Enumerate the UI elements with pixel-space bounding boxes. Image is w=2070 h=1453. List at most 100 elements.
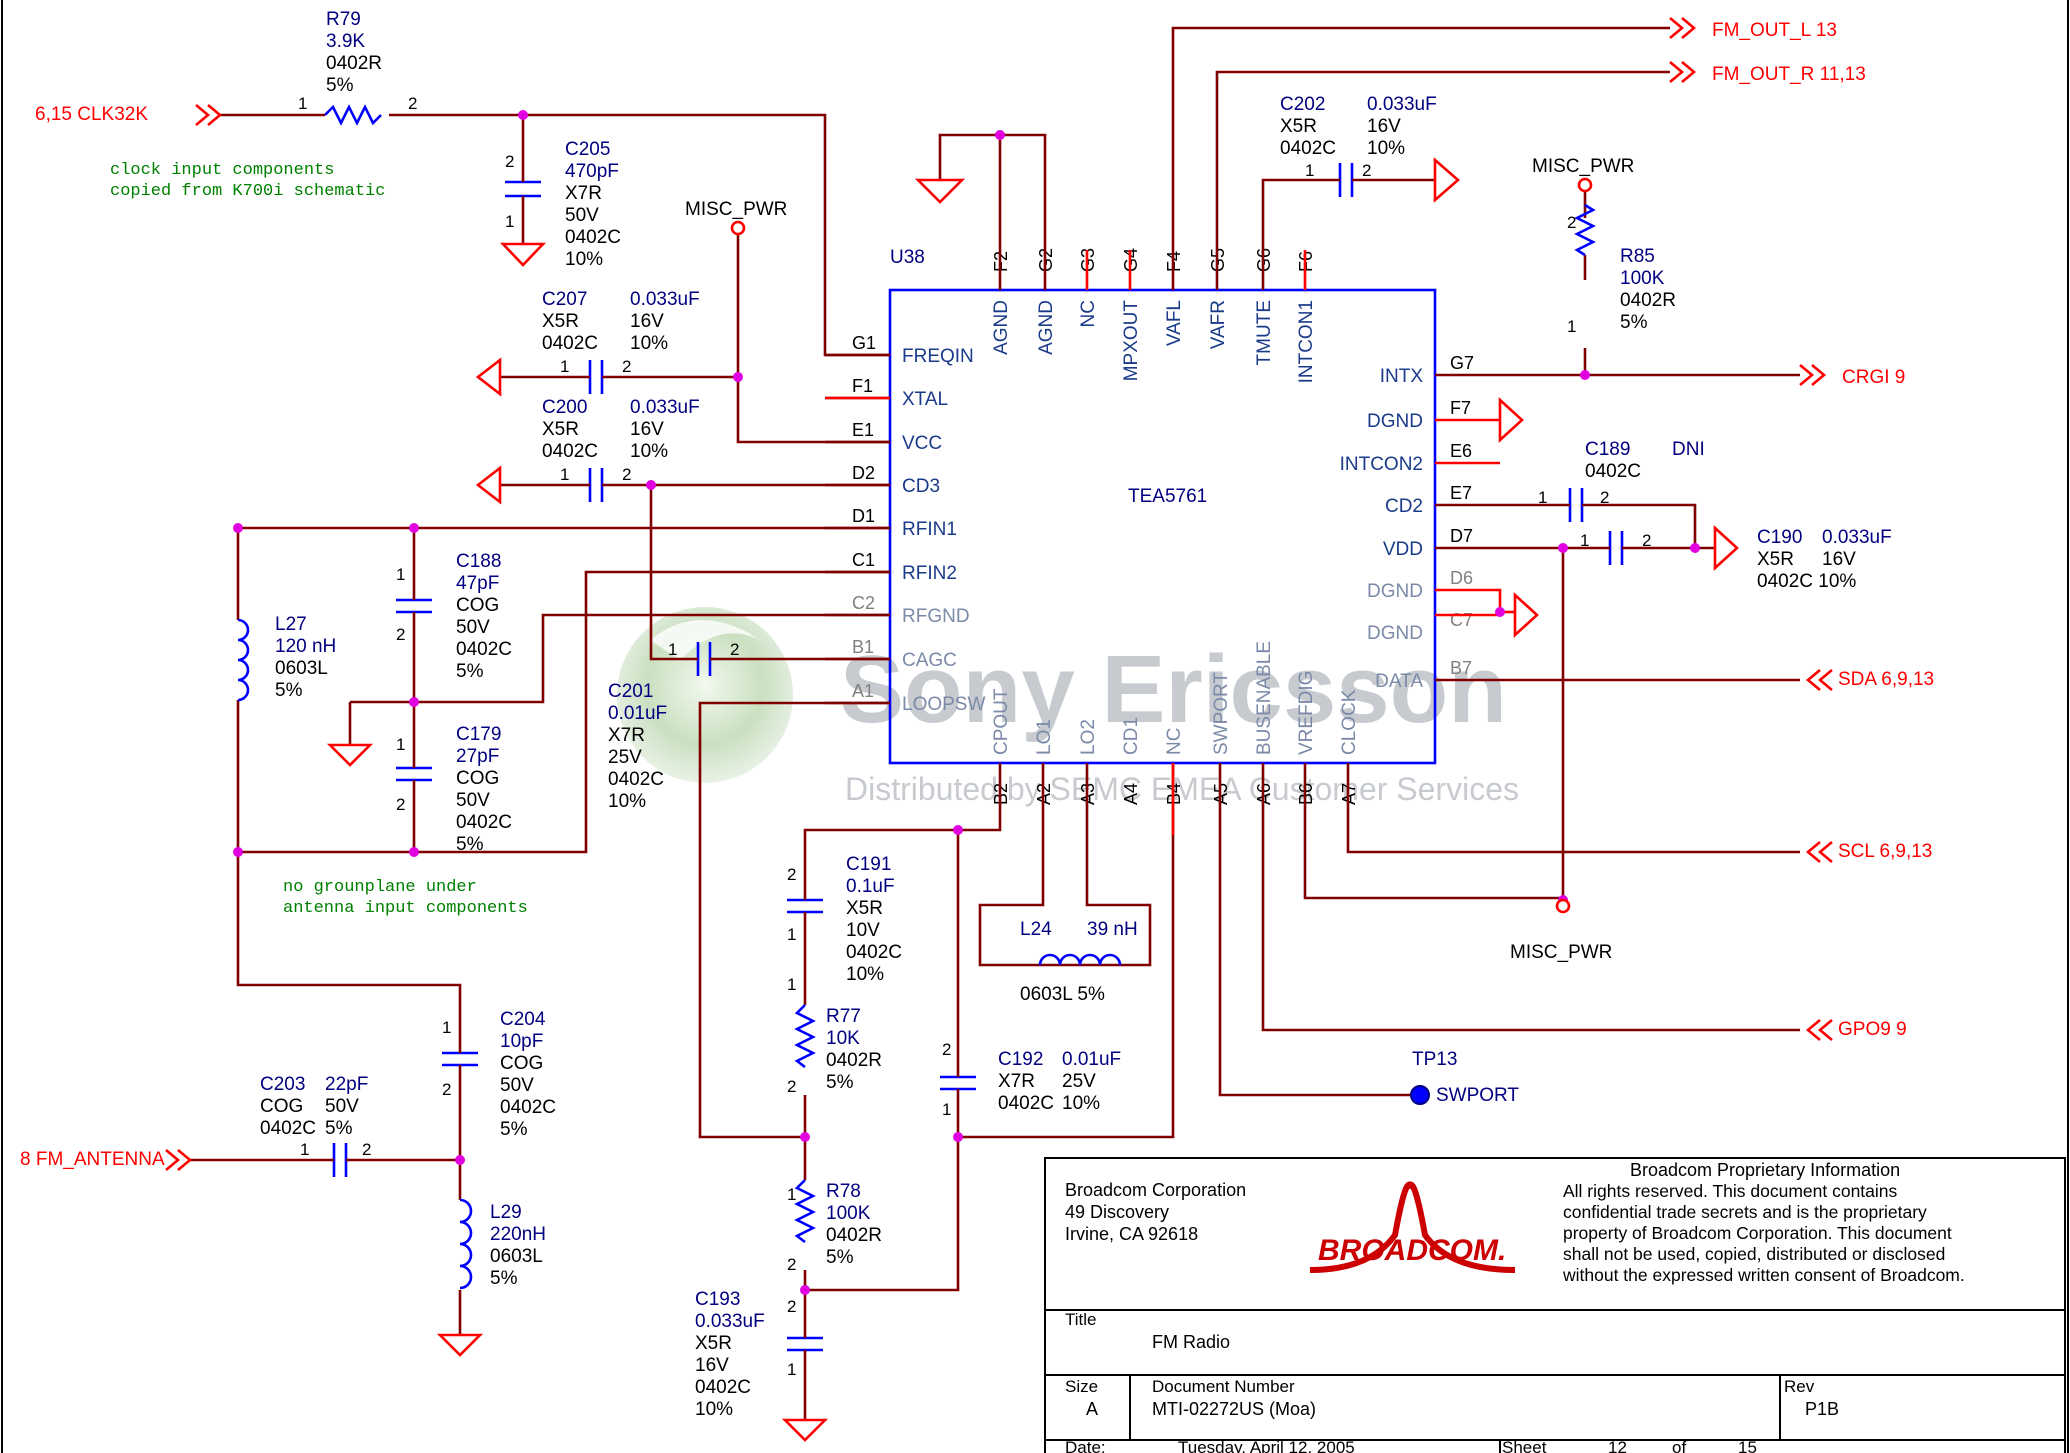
part-label: 50V	[456, 790, 490, 811]
net-fm-antenna: 8 FM_ANTENNA	[20, 1149, 165, 1170]
svg-text:1: 1	[668, 640, 677, 659]
part-label: 0.033uF	[695, 1311, 765, 1332]
svg-text:1: 1	[787, 1185, 796, 1204]
part-label: 0402R	[326, 53, 382, 74]
tb-prop-4: shall not be used, copied, distributed o…	[1563, 1244, 1945, 1264]
part-value: 5%	[325, 1118, 353, 1139]
pin-number: E7	[1450, 483, 1472, 503]
part-label: C189	[1585, 439, 1630, 460]
svg-text:1: 1	[787, 1360, 796, 1379]
part-label: 0.01uF	[608, 703, 667, 724]
part-label: 0402C	[500, 1097, 556, 1118]
pin-number: E6	[1450, 441, 1472, 461]
pin-name: TMUTE	[1254, 300, 1275, 365]
pin-name: CD1	[1121, 717, 1142, 755]
pin-number: C2	[852, 593, 875, 613]
pin-name: BUSENABLE	[1254, 641, 1275, 755]
part-label: 50V	[456, 617, 490, 638]
watermark-brand: Sony Ericsson	[840, 636, 1507, 743]
part-label: 27pF	[456, 746, 499, 767]
svg-text:2: 2	[787, 1297, 796, 1316]
part-label: X5R	[542, 311, 579, 332]
svg-text:1: 1	[1305, 161, 1314, 180]
part-label: 50V	[565, 205, 599, 226]
part-label: X7R	[565, 183, 602, 204]
svg-text:1: 1	[442, 1018, 451, 1037]
part-label: 10%	[608, 791, 646, 812]
svg-text:2: 2	[787, 865, 796, 884]
part-label: X5R	[695, 1333, 732, 1354]
notes: clock input components copied from K700i…	[110, 161, 528, 918]
svg-text:1: 1	[300, 1140, 309, 1159]
pin-name: DGND	[1367, 411, 1423, 432]
tb-title-label: Title	[1065, 1310, 1097, 1329]
part-value: 16V	[1822, 549, 1856, 570]
part-label: 0402R	[826, 1225, 882, 1246]
tb-prop-5: without the expressed written consent of…	[1562, 1265, 1965, 1285]
part-label: 0603L 5%	[1020, 984, 1105, 1005]
tb-date-value: Tuesday, April 12, 2005	[1178, 1438, 1355, 1453]
tp13-swport: SWPORT	[1436, 1085, 1519, 1106]
net-gpo9: GPO9 9	[1838, 1019, 1907, 1040]
part-label: C202	[1280, 94, 1325, 115]
part-label: 0402C	[565, 227, 621, 248]
part-label: 5%	[500, 1119, 528, 1140]
part-value: 0.01uF	[1062, 1049, 1121, 1070]
part-label: C190	[1757, 527, 1802, 548]
part-label: C204	[500, 1009, 546, 1030]
part-label: R77	[826, 1006, 861, 1027]
part-label: 50V	[500, 1075, 534, 1096]
watermark: Sony Ericsson Distributed by SEMC EMEA C…	[617, 607, 1519, 807]
part-label: 0402C	[456, 639, 512, 660]
watermark-sub: Distributed by SEMC EMEA Customer Servic…	[845, 771, 1519, 807]
pin-name: AGND	[991, 300, 1012, 355]
chip-ref: U38	[890, 247, 925, 268]
part-label: 0402C	[456, 812, 512, 833]
tb-company-2: 49 Discovery	[1065, 1202, 1169, 1222]
svg-text:1: 1	[1567, 317, 1576, 336]
tb-date-label: Date:	[1065, 1438, 1106, 1453]
part-label: R79	[326, 9, 361, 30]
part-label: 0402C	[608, 769, 664, 790]
part-label: C192	[998, 1049, 1043, 1070]
pin-number: C1	[852, 550, 875, 570]
svg-text:1: 1	[396, 565, 405, 584]
part-value: 16V	[630, 311, 664, 332]
pin-name: VAFL	[1164, 300, 1185, 346]
part-label: R85	[1620, 246, 1655, 267]
pin-name: DGND	[1367, 623, 1423, 644]
part-label: 10%	[565, 249, 603, 270]
svg-text:1: 1	[787, 925, 796, 944]
pin-name: CPOUT	[991, 688, 1012, 755]
tb-sheet-label: Sheet	[1502, 1438, 1547, 1453]
part-label: X7R	[998, 1071, 1035, 1092]
part-label: C191	[846, 854, 891, 875]
net-clk32k: 6,15 CLK32K	[35, 104, 148, 125]
part-label: C201	[608, 681, 653, 702]
pin-name: NC	[1164, 728, 1185, 755]
svg-text:2: 2	[396, 795, 405, 814]
pin-name: AGND	[1036, 300, 1057, 355]
part-label: 47pF	[456, 573, 499, 594]
svg-text:2: 2	[362, 1140, 371, 1159]
part-label: 0402C	[846, 942, 902, 963]
svg-text:2: 2	[396, 625, 405, 644]
part-label: 5%	[326, 75, 354, 96]
svg-text:1: 1	[787, 975, 796, 994]
tb-prop-3: property of Broadcom Corporation. This d…	[1563, 1223, 1952, 1243]
tb-sheet-value: 12	[1608, 1438, 1627, 1453]
part-label: C188	[456, 551, 501, 572]
pin-number: F1	[852, 376, 873, 396]
part-value: 10%	[630, 441, 668, 462]
svg-text:1: 1	[396, 735, 405, 754]
tb-size-label: Size	[1065, 1377, 1098, 1396]
net-misc-pwr-2: MISC_PWR	[1532, 156, 1634, 177]
note-antenna-2: antenna input components	[283, 899, 528, 918]
tb-docnum-value: MTI-02272US (Moa)	[1152, 1399, 1316, 1419]
pin-name: VCC	[902, 433, 942, 454]
part-label: 0402C	[695, 1377, 751, 1398]
tb-of-label: of	[1672, 1438, 1686, 1453]
svg-text:2: 2	[730, 640, 739, 659]
pin-name: CD2	[1385, 496, 1423, 517]
part-label: 120 nH	[275, 636, 336, 657]
